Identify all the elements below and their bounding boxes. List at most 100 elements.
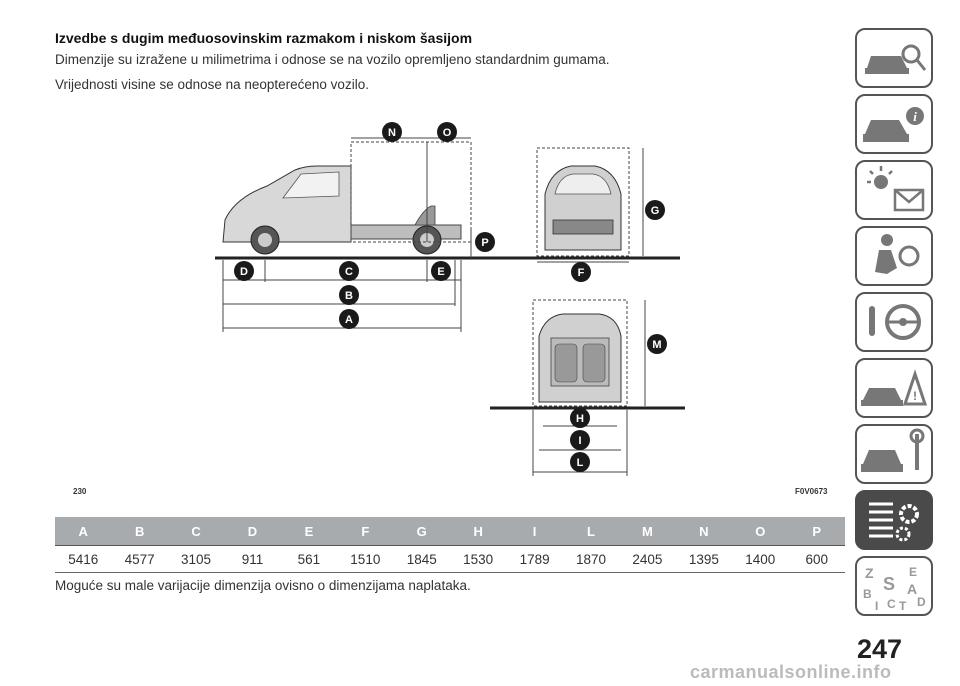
svg-text:D: D bbox=[240, 266, 248, 278]
page-number: 247 bbox=[857, 634, 903, 664]
svg-text:E: E bbox=[909, 565, 917, 579]
marker-c: C bbox=[339, 261, 359, 281]
header-cell: N bbox=[675, 517, 733, 546]
tab-car-info[interactable]: i bbox=[855, 94, 933, 154]
header-cell: D bbox=[224, 517, 281, 546]
svg-text:P: P bbox=[481, 237, 488, 249]
value-cell: 2405 bbox=[619, 545, 676, 573]
header-cell: E bbox=[280, 517, 338, 546]
dimensions-header-row: A B C D E F G H I L M N O P bbox=[55, 517, 845, 546]
value-cell: 1530 bbox=[449, 545, 507, 573]
svg-text:D: D bbox=[917, 595, 926, 609]
rear-view-vehicle bbox=[538, 313, 622, 403]
value-cell: 561 bbox=[280, 545, 338, 573]
car-maintenance-icon bbox=[861, 428, 925, 472]
header-cell: M bbox=[619, 517, 676, 546]
marker-n: N bbox=[382, 122, 402, 142]
svg-text:S: S bbox=[883, 574, 895, 594]
value-cell: 1395 bbox=[675, 545, 733, 573]
value-cell: 1510 bbox=[337, 545, 394, 573]
marker-f: F bbox=[571, 262, 591, 282]
value-cell: 1845 bbox=[393, 545, 450, 573]
tab-warning-lights[interactable] bbox=[855, 160, 933, 220]
svg-text:T: T bbox=[899, 599, 907, 613]
watermark: carmanualsonline.info bbox=[690, 662, 892, 682]
seat-airbag-icon bbox=[875, 234, 920, 274]
value-cell: 1400 bbox=[732, 545, 789, 573]
steering-wheel-icon bbox=[869, 304, 921, 340]
svg-text:C: C bbox=[887, 597, 896, 611]
marker-m: M bbox=[647, 334, 667, 354]
value-cell: 1789 bbox=[506, 545, 563, 573]
cargo-outline bbox=[350, 141, 472, 243]
svg-text:H: H bbox=[576, 413, 584, 425]
marker-i: I bbox=[570, 430, 590, 450]
svg-text:A: A bbox=[907, 581, 917, 597]
marker-o: O bbox=[437, 122, 457, 142]
header-cell: G bbox=[393, 517, 450, 546]
svg-text:G: G bbox=[651, 205, 660, 217]
car-search-icon bbox=[865, 44, 927, 74]
marker-l: L bbox=[570, 452, 590, 472]
header-cell: L bbox=[562, 517, 620, 546]
value-cell: 3105 bbox=[167, 545, 225, 573]
header-cell: P bbox=[788, 517, 845, 546]
svg-text:B: B bbox=[863, 587, 872, 601]
marker-p: P bbox=[475, 232, 495, 252]
svg-text:i: i bbox=[913, 109, 917, 124]
header-cell: H bbox=[449, 517, 507, 546]
tab-car-search[interactable] bbox=[855, 28, 933, 88]
marker-b: B bbox=[339, 285, 359, 305]
svg-text:I: I bbox=[875, 599, 878, 613]
value-cell: 600 bbox=[788, 545, 845, 573]
value-cell: 1870 bbox=[562, 545, 620, 573]
car-info-icon: i bbox=[863, 107, 924, 142]
marker-a: A bbox=[339, 309, 359, 329]
tab-starting-driving[interactable] bbox=[855, 292, 933, 352]
figure-code-right: F0V0673 bbox=[795, 487, 828, 496]
svg-text:O: O bbox=[443, 127, 452, 139]
svg-text:C: C bbox=[345, 266, 353, 278]
intro-paragraph: Dimenzije su izražene u milimetrima i od… bbox=[55, 52, 610, 67]
height-note-paragraph: Vrijednosti visine se odnose na neoptere… bbox=[55, 77, 369, 92]
header-cell: C bbox=[167, 517, 225, 546]
header-cell: O bbox=[732, 517, 789, 546]
tab-safety[interactable] bbox=[855, 226, 933, 286]
warning-light-icon bbox=[867, 166, 925, 212]
header-cell: A bbox=[55, 517, 112, 546]
technical-data-icon bbox=[869, 502, 919, 542]
marker-e: E bbox=[431, 261, 451, 281]
marker-d: D bbox=[234, 261, 254, 281]
value-cell: 4577 bbox=[111, 545, 168, 573]
value-cell: 5416 bbox=[55, 545, 112, 573]
header-cell: B bbox=[111, 517, 168, 546]
marker-h: H bbox=[570, 408, 590, 428]
front-view-vehicle bbox=[544, 165, 622, 251]
side-dimension-lines bbox=[222, 260, 462, 332]
svg-text:!: ! bbox=[913, 389, 917, 403]
rear-outline bbox=[532, 299, 628, 407]
svg-text:Z: Z bbox=[865, 565, 874, 581]
rim-variation-note: Moguće su male varijacije dimenzija ovis… bbox=[55, 578, 471, 593]
svg-text:M: M bbox=[652, 339, 661, 351]
front-outline bbox=[536, 147, 630, 257]
svg-text:A: A bbox=[345, 314, 353, 326]
svg-text:L: L bbox=[577, 457, 584, 469]
marker-g: G bbox=[645, 200, 665, 220]
value-cell: 911 bbox=[224, 545, 281, 573]
svg-text:F: F bbox=[578, 267, 585, 279]
tab-maintenance[interactable] bbox=[855, 424, 933, 484]
header-cell: I bbox=[506, 517, 563, 546]
tab-emergency[interactable]: ! bbox=[855, 358, 933, 418]
figure-code-left: 230 bbox=[73, 487, 87, 496]
section-heading: Izvedbe s dugim međuosovinskim razmakom … bbox=[55, 30, 473, 46]
svg-text:N: N bbox=[388, 127, 396, 139]
car-breakdown-icon: ! bbox=[861, 369, 928, 406]
tab-technical-data[interactable] bbox=[855, 490, 933, 550]
svg-text:E: E bbox=[437, 266, 444, 278]
svg-text:B: B bbox=[345, 290, 353, 302]
side-view-vehicle bbox=[222, 165, 462, 255]
vehicle-dimensions-figure: N O P D C E B A F G M H I L 230 F0V0673 bbox=[73, 122, 828, 496]
